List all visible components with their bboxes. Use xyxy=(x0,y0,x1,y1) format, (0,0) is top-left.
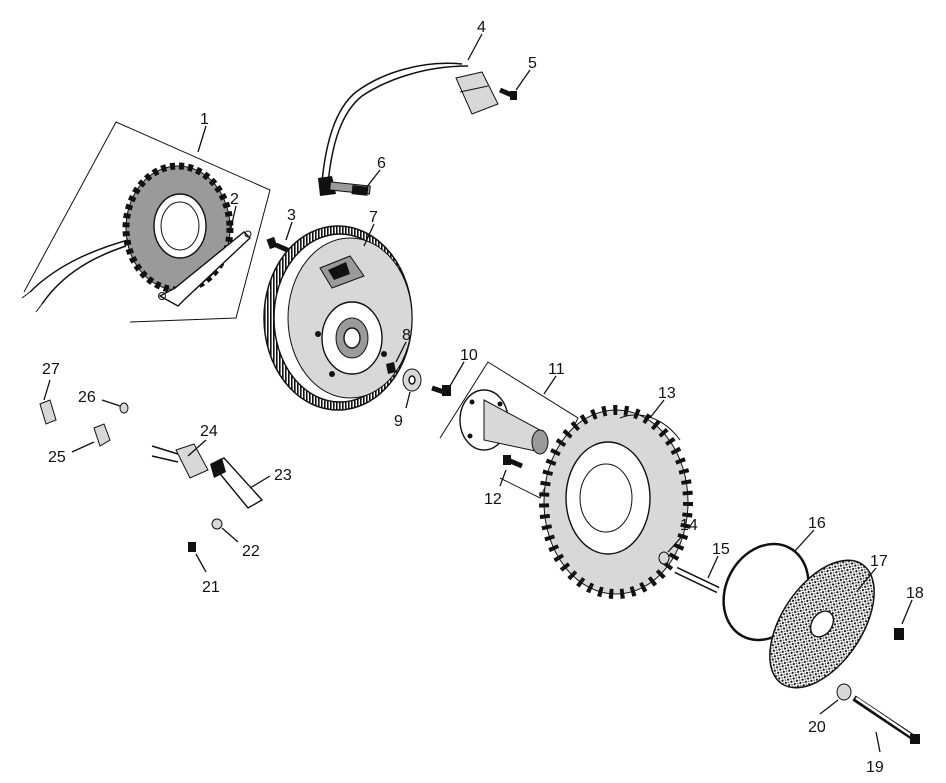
key-8 xyxy=(386,362,396,374)
plate-23 xyxy=(210,457,264,509)
screw-5 xyxy=(499,87,517,100)
stator-assembly xyxy=(21,121,271,323)
callout-17: 17 xyxy=(870,553,888,570)
nut-10 xyxy=(431,385,451,396)
washer-22 xyxy=(211,518,223,530)
callout-26: 26 xyxy=(78,389,96,406)
callout-labels: 1 2 3 4 5 6 7 8 9 10 11 12 13 14 15 16 1… xyxy=(42,19,924,776)
callout-27: 27 xyxy=(42,361,60,378)
clamp-25 xyxy=(93,423,111,447)
callout-3: 3 xyxy=(287,207,296,224)
washer-20 xyxy=(836,683,852,701)
callout-11: 11 xyxy=(548,361,565,378)
bolt-19 xyxy=(852,695,920,744)
nut-18 xyxy=(894,628,904,640)
starter-cup-assembly xyxy=(439,361,579,499)
callout-25: 25 xyxy=(48,449,66,466)
pin-15 xyxy=(674,566,720,594)
callout-6: 6 xyxy=(377,155,386,172)
callout-18: 18 xyxy=(906,585,924,602)
leader-lines xyxy=(43,33,913,753)
stator-coil xyxy=(122,162,234,294)
callout-13: 13 xyxy=(658,385,676,402)
callout-12: 12 xyxy=(484,491,502,508)
flywheel xyxy=(263,225,413,411)
callout-20: 20 xyxy=(808,719,826,736)
washer-9 xyxy=(402,368,422,392)
callout-15: 15 xyxy=(712,541,730,558)
washer-14 xyxy=(658,551,670,565)
callout-14: 14 xyxy=(680,517,698,534)
callout-16: 16 xyxy=(808,515,826,532)
stator-bracket xyxy=(158,230,252,307)
callout-8: 8 xyxy=(402,327,411,344)
callout-4: 4 xyxy=(477,19,486,36)
clamp-27 xyxy=(39,399,57,425)
screw-21 xyxy=(188,542,196,552)
callout-5: 5 xyxy=(528,55,537,72)
callout-7: 7 xyxy=(369,209,378,226)
callout-10: 10 xyxy=(460,347,478,364)
callout-1: 1 xyxy=(200,111,209,128)
blower-fan xyxy=(539,405,693,599)
callout-23: 23 xyxy=(274,467,292,484)
washer-26 xyxy=(119,402,129,414)
callout-22: 22 xyxy=(242,543,260,560)
callout-2: 2 xyxy=(230,191,239,208)
screw-12 xyxy=(503,455,523,469)
ignition-coil xyxy=(318,62,499,196)
pickup-24 xyxy=(151,443,209,479)
callout-19: 19 xyxy=(866,759,884,776)
callout-9: 9 xyxy=(394,413,403,430)
callout-24: 24 xyxy=(200,423,218,440)
screen-17 xyxy=(769,559,875,689)
spark-plug xyxy=(329,181,371,196)
callout-21: 21 xyxy=(202,579,220,596)
